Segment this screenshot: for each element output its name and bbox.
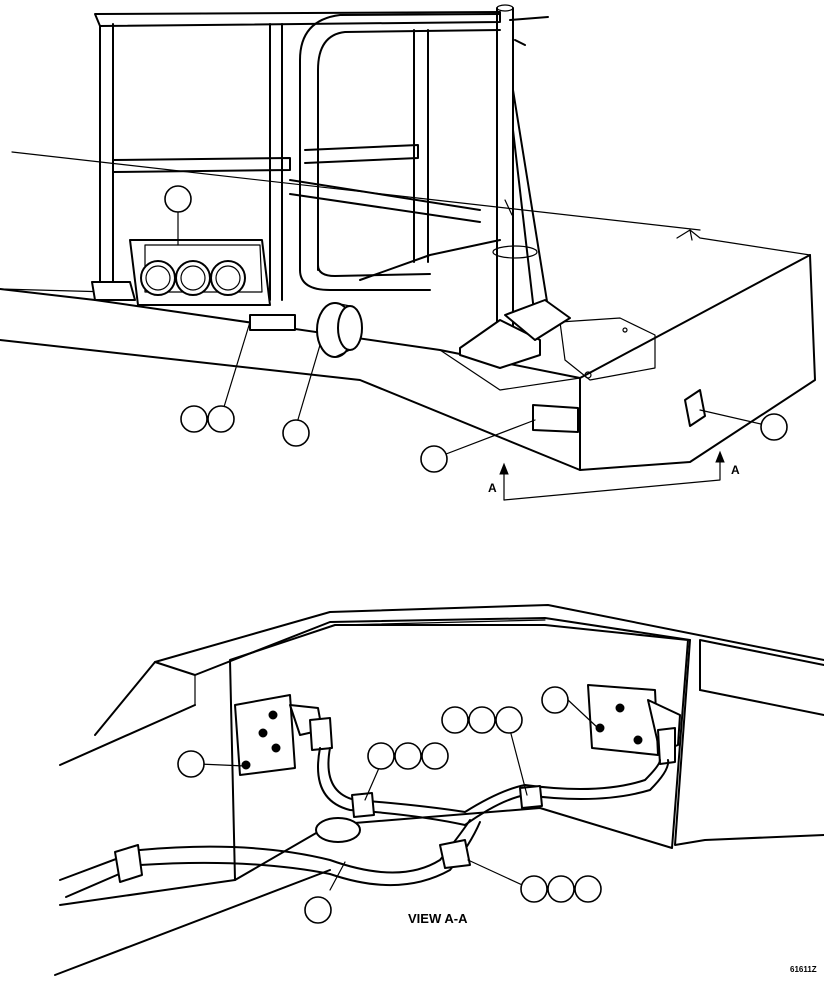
figure-id: 61611Z [790,965,817,974]
callout-circle [164,185,192,213]
guard-railing [91,4,571,369]
callout-circle [180,405,208,433]
side-reflector-left [532,404,579,433]
section-marker-left: A [488,481,497,495]
callout-circle [495,706,523,734]
callout-circle [304,896,332,924]
upper-view-truck-rear: A A [0,4,816,501]
callout-circle [420,445,448,473]
tail-light-cluster [129,239,271,306]
callout-circle [547,875,575,903]
section-marker-right: A [731,463,740,477]
callout-circle [468,706,496,734]
lower-view-section-a-a: VIEW A-A [54,604,824,976]
callout-circle [520,875,548,903]
callout-circle [207,405,235,433]
clearance-light [316,302,363,358]
view-title: VIEW A-A [408,911,468,926]
callout-circle [574,875,602,903]
callout-circle [760,413,788,441]
callout-circle [441,706,469,734]
callout-circle [421,742,449,770]
callout-circle [367,742,395,770]
callout-circle [177,750,205,778]
side-reflector-right [684,389,706,427]
callout-circle [282,419,310,447]
callout-circle [394,742,422,770]
callout-circle [541,686,569,714]
